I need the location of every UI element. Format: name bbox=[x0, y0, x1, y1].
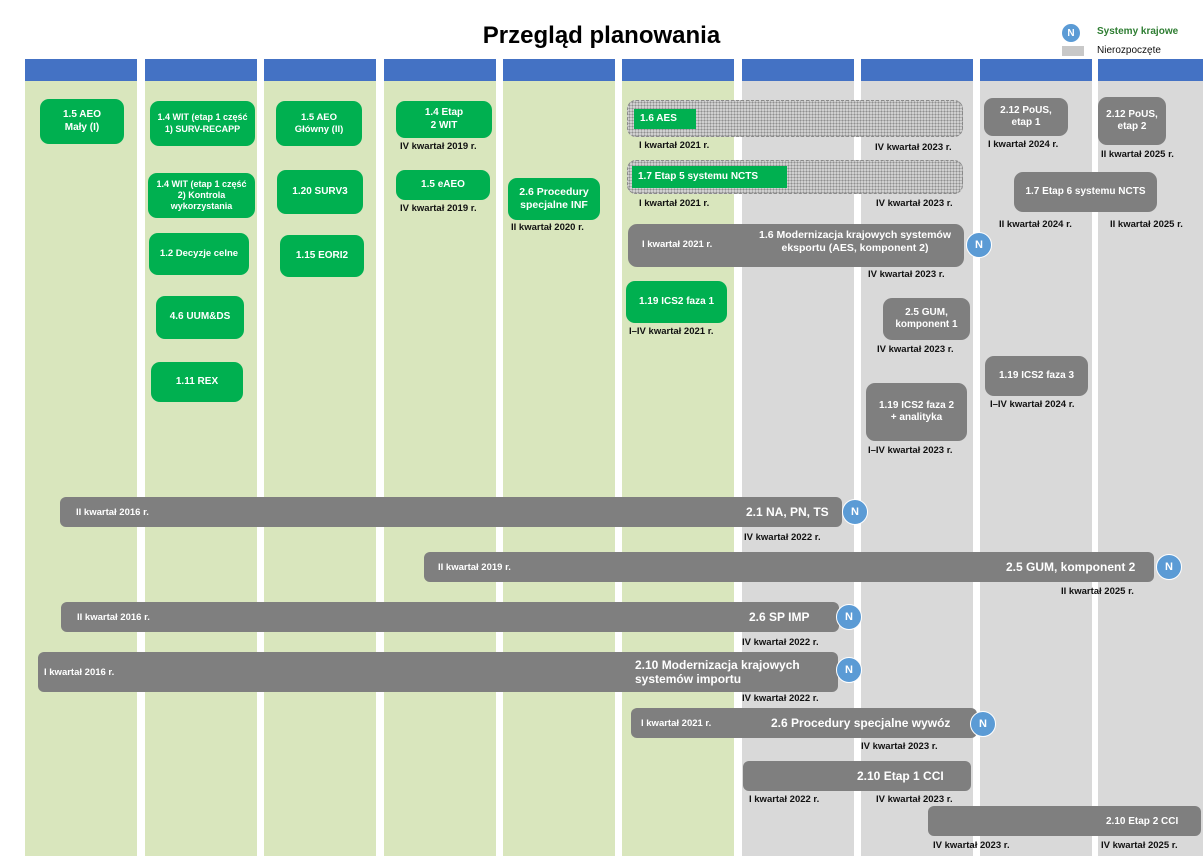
label-aes-end: IV kwartał 2023 r. bbox=[875, 142, 952, 153]
label-gum-k1-date: IV kwartał 2023 r. bbox=[877, 344, 954, 355]
column-header-7 bbox=[742, 59, 854, 81]
bar-procedury-wywoz-start: I kwartał 2021 r. bbox=[641, 717, 712, 729]
box-ics2-faza1: 1.19 ICS2 faza 1 bbox=[626, 281, 727, 323]
bar-cci-etap2-name: 2.10 Etap 2 CCI bbox=[1106, 815, 1179, 827]
n-icon-modernizacja-importu: N bbox=[836, 657, 862, 683]
legend-systemy-krajowe: Systemy krajowe bbox=[1097, 26, 1179, 37]
label-eaeo-date: IV kwartał 2019 r. bbox=[400, 203, 477, 214]
box-aeo-maly: 1.5 AEO Mały (I) bbox=[40, 99, 124, 144]
bar-gum-k2-start: II kwartał 2019 r. bbox=[438, 561, 511, 573]
bar-na-pn-ts-start: II kwartał 2016 r. bbox=[76, 506, 149, 518]
label-wit2-date: IV kwartał 2019 r. bbox=[400, 141, 477, 152]
legend-n-icon: N bbox=[1061, 23, 1081, 43]
box-ncts6: 1.7 Etap 6 systemu NCTS bbox=[1014, 172, 1157, 212]
n-icon-modernizacja-aes: N bbox=[966, 232, 992, 258]
label-ncts6-start: II kwartał 2024 r. bbox=[999, 219, 1072, 230]
bar-gum-k2: II kwartał 2019 r. 2.5 GUM, komponent 2 bbox=[424, 552, 1154, 582]
column-header-9 bbox=[980, 59, 1092, 81]
label-ics2-faza1-date: I–IV kwartał 2021 r. bbox=[629, 326, 714, 337]
column-header-4 bbox=[384, 59, 496, 81]
bar-sp-imp-start: II kwartał 2016 r. bbox=[77, 611, 150, 623]
label-cci1-end: IV kwartał 2023 r. bbox=[876, 794, 953, 805]
box-eori2: 1.15 EORI2 bbox=[280, 235, 364, 277]
label-ncts5-end: IV kwartał 2023 r. bbox=[876, 198, 953, 209]
label-pous2-date: II kwartał 2025 r. bbox=[1101, 149, 1174, 160]
box-surv3: 1.20 SURV3 bbox=[277, 170, 363, 214]
label-na-pn-ts-end: IV kwartał 2022 r. bbox=[744, 532, 821, 543]
modernizacja-aes-label: 1.6 Modernizacja krajowych systemów eksp… bbox=[759, 229, 951, 255]
label-ics2-faza2-date: I–IV kwartał 2023 r. bbox=[868, 445, 953, 456]
label-cci2-start: IV kwartał 2023 r. bbox=[933, 840, 1010, 851]
label-procedury-wywoz-end: IV kwartał 2023 r. bbox=[861, 741, 938, 752]
label-ncts5-start: I kwartał 2021 r. bbox=[639, 198, 710, 209]
box-wit-etap1-czesc2: 1.4 WIT (etap 1 część 2) Kontrola wykorz… bbox=[148, 173, 255, 218]
box-aes: 1.6 AES bbox=[634, 109, 696, 129]
box-wit-etap2: 1.4 Etap 2 WIT bbox=[396, 101, 492, 138]
box-wit-etap1-czesc1: 1.4 WIT (etap 1 część 1) SURV-RECAPP bbox=[150, 101, 255, 146]
legend-nierozpoczete: Nierozpoczęte bbox=[1097, 45, 1161, 56]
box-aes-not-started: 1.6 AES bbox=[627, 100, 963, 137]
column-header-8 bbox=[861, 59, 973, 81]
bar-procedury-wywoz-name: 2.6 Procedury specjalne wywóz bbox=[771, 716, 951, 730]
column-4 bbox=[384, 81, 496, 856]
box-modernizacja-aes: I kwartał 2021 r. 1.6 Modernizacja krajo… bbox=[628, 224, 964, 267]
column-header-10 bbox=[1098, 59, 1203, 81]
bar-modernizacja-importu-start: I kwartał 2016 r. bbox=[44, 666, 115, 678]
label-pous1-date: I kwartał 2024 r. bbox=[988, 139, 1059, 150]
box-ncts5-not-started: 1.7 Etap 5 systemu NCTS bbox=[627, 160, 963, 194]
bar-sp-imp-name: 2.6 SP IMP bbox=[749, 610, 810, 624]
bar-procedury-wywoz: I kwartał 2021 r. 2.6 Procedury specjaln… bbox=[631, 708, 977, 738]
label-gum-k2-end: II kwartał 2025 r. bbox=[1061, 586, 1134, 597]
box-gum-k1: 2.5 GUM, komponent 1 bbox=[883, 298, 970, 340]
bar-na-pn-ts: II kwartał 2016 r. 2.1 NA, PN, TS bbox=[60, 497, 842, 527]
box-pous-etap1: 2.12 PoUS, etap 1 bbox=[984, 98, 1068, 136]
bar-gum-k2-name: 2.5 GUM, komponent 2 bbox=[1006, 560, 1136, 574]
label-aes-start: I kwartał 2021 r. bbox=[639, 140, 710, 151]
bar-cci-etap2: 2.10 Etap 2 CCI bbox=[928, 806, 1201, 836]
n-icon-sp-imp: N bbox=[836, 604, 862, 630]
bar-modernizacja-importu: I kwartał 2016 r. 2.10 Modernizacja kraj… bbox=[38, 652, 838, 692]
box-procedury-inf: 2.6 Procedury specjalne INF bbox=[508, 178, 600, 220]
column-7 bbox=[742, 81, 854, 856]
label-cci2-end: IV kwartał 2025 r. bbox=[1101, 840, 1178, 851]
legend-hatch-swatch bbox=[1062, 46, 1084, 56]
label-sp-imp-end: IV kwartał 2022 r. bbox=[742, 637, 819, 648]
label-modernizacja-importu-end: IV kwartał 2022 r. bbox=[742, 693, 819, 704]
box-eaeo: 1.5 eAEO bbox=[396, 170, 490, 200]
label-ics2-faza3-date: I–IV kwartał 2024 r. bbox=[990, 399, 1075, 410]
bar-modernizacja-importu-name: 2.10 Modernizacja krajowych systemów imp… bbox=[635, 657, 800, 686]
box-ics2-faza3: 1.19 ICS2 faza 3 bbox=[985, 356, 1088, 396]
page-title: Przegląd planowania bbox=[482, 22, 721, 49]
column-header-3 bbox=[264, 59, 376, 81]
column-header-6 bbox=[622, 59, 734, 81]
column-header-1 bbox=[25, 59, 137, 81]
bar-cci-etap1-name: 2.10 Etap 1 CCI bbox=[857, 769, 944, 783]
column-header-2 bbox=[145, 59, 257, 81]
label-cci1-start: I kwartał 2022 r. bbox=[749, 794, 820, 805]
box-ncts5: 1.7 Etap 5 systemu NCTS bbox=[632, 166, 787, 188]
box-pous-etap2: 2.12 PoUS, etap 2 bbox=[1098, 97, 1166, 145]
n-icon-na-pn-ts: N bbox=[842, 499, 868, 525]
bar-na-pn-ts-name: 2.1 NA, PN, TS bbox=[746, 505, 829, 519]
box-aeo-glowny: 1.5 AEO Główny (II) bbox=[276, 101, 362, 146]
bar-cci-etap1: 2.10 Etap 1 CCI bbox=[743, 761, 971, 791]
box-uum-ds: 4.6 UUM&DS bbox=[156, 296, 244, 339]
box-rex: 1.11 REX bbox=[151, 362, 243, 402]
bar-sp-imp: II kwartał 2016 r. 2.6 SP IMP bbox=[61, 602, 839, 632]
n-icon-gum-k2: N bbox=[1156, 554, 1182, 580]
label-ncts6-end: II kwartał 2025 r. bbox=[1110, 219, 1183, 230]
n-icon-procedury-wywoz: N bbox=[970, 711, 996, 737]
label-modernizacja-aes-end: IV kwartał 2023 r. bbox=[868, 269, 945, 280]
label-inf-date: II kwartał 2020 r. bbox=[511, 222, 584, 233]
box-decyzje-celne: 1.2 Decyzje celne bbox=[149, 233, 249, 275]
modernizacja-aes-start: I kwartał 2021 r. bbox=[642, 239, 713, 250]
column-header-5 bbox=[503, 59, 615, 81]
box-ics2-faza2: 1.19 ICS2 faza 2 + analityka bbox=[866, 383, 967, 441]
column-1 bbox=[25, 81, 137, 856]
